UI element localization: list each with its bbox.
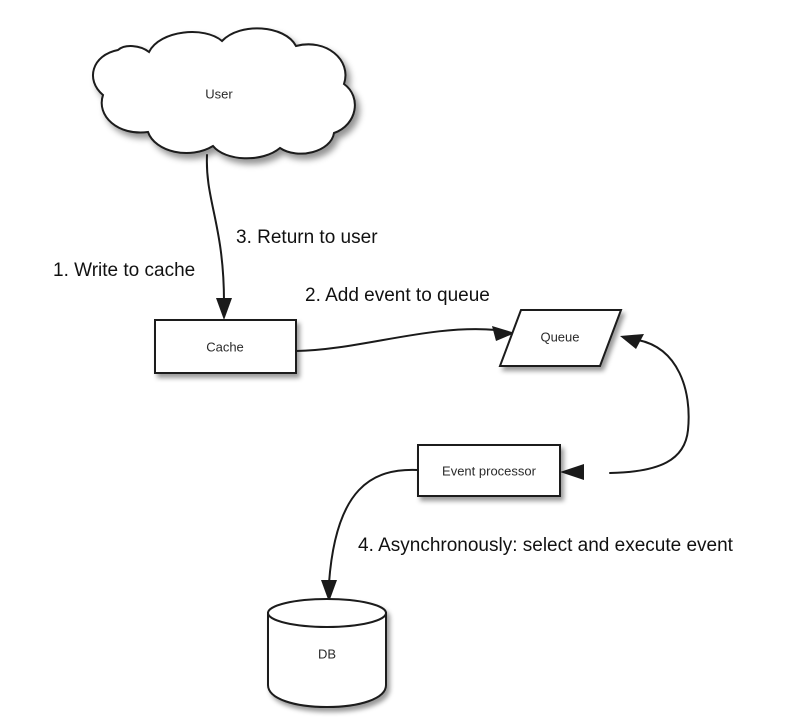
edge-queue-to-processor-arrowhead — [560, 464, 584, 480]
step-label-1: 1. Write to cache — [53, 260, 195, 281]
node-user-label: User — [205, 86, 233, 101]
node-user[interactable]: User — [92, 27, 356, 160]
edge-add-event-to-queue-arrowhead — [492, 326, 515, 341]
edge-queue-to-processor — [560, 464, 584, 480]
node-db-label: DB — [318, 646, 336, 661]
step-label-3: 3. Return to user — [236, 227, 378, 248]
node-cache[interactable]: Cache — [154, 319, 297, 374]
edge-processor-to-queue-line — [609, 339, 690, 474]
edge-add-event-to-queue-line — [295, 328, 497, 352]
edge-processor-to-db-arrowhead — [321, 580, 337, 602]
edge-processor-to-db — [321, 468, 419, 602]
step-label-4: 4. Asynchronously: select and execute ev… — [358, 535, 734, 556]
node-queue-label: Queue — [540, 329, 579, 344]
edge-processor-to-db-line — [328, 468, 419, 584]
edge-write-to-cache — [205, 154, 232, 320]
edge-processor-to-queue — [609, 334, 690, 474]
node-event-processor[interactable]: Event processor — [417, 444, 561, 497]
edge-write-to-cache-arrowhead — [216, 298, 232, 320]
node-event-processor-label: Event processor — [442, 463, 537, 478]
node-cache-label: Cache — [206, 339, 244, 354]
node-db[interactable]: DB — [267, 598, 387, 709]
edge-processor-to-queue-arrowhead — [620, 334, 644, 349]
edge-add-event-to-queue — [295, 326, 515, 352]
node-queue[interactable]: Queue — [498, 309, 623, 367]
edge-write-to-cache-line — [205, 154, 225, 303]
step-label-2: 2. Add event to queue — [305, 285, 490, 306]
